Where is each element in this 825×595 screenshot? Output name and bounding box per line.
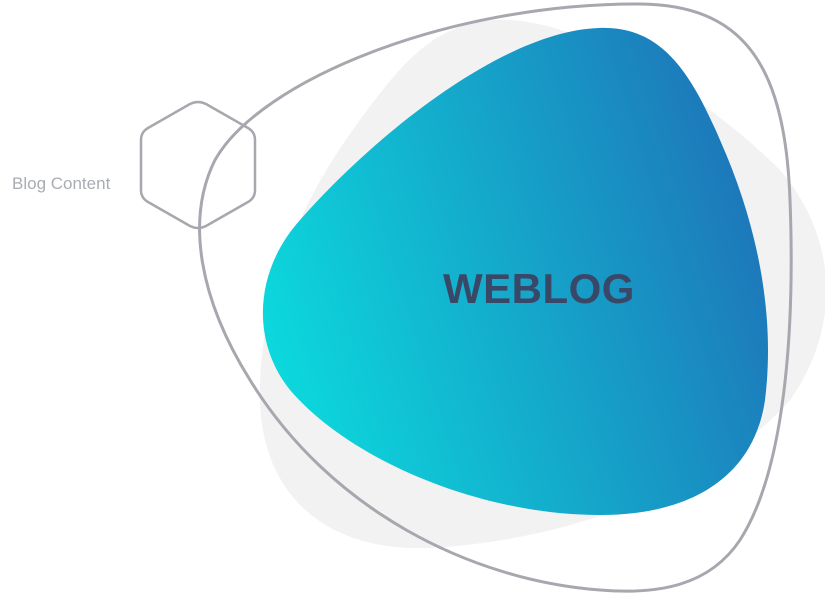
hexagon-icon bbox=[139, 100, 257, 230]
main-blob bbox=[262, 27, 768, 515]
blog-content-label: Blog Content bbox=[12, 174, 111, 193]
outline-shape bbox=[198, 2, 793, 593]
weblog-title: WEBLOG bbox=[443, 265, 635, 312]
